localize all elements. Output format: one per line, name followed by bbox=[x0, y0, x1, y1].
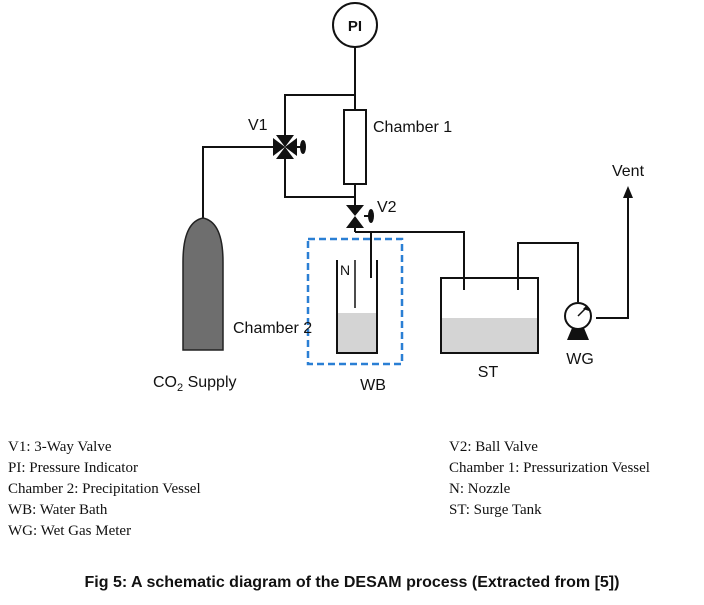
water-bath bbox=[306, 237, 404, 366]
wg-label: WG bbox=[566, 351, 594, 368]
v1-three-way-valve-icon bbox=[273, 135, 306, 159]
chamber-2-label: Chamber 2 bbox=[233, 320, 312, 337]
wb-label: WB bbox=[360, 377, 386, 394]
legend-right: V2: Ball Valve Chamber 1: Pressurization… bbox=[449, 437, 650, 521]
piping bbox=[202, 47, 629, 319]
vent-label: Vent bbox=[612, 163, 645, 180]
legend-item: V2: Ball Valve bbox=[449, 439, 538, 455]
legend-item: WG: Wet Gas Meter bbox=[8, 523, 132, 539]
v1-label: V1 bbox=[248, 117, 268, 134]
legend-item: ST: Surge Tank bbox=[449, 502, 542, 518]
legend-left: V1: 3-Way Valve PI: Pressure Indicator C… bbox=[8, 437, 201, 542]
chamber-2 bbox=[336, 260, 378, 354]
pressure-indicator: PI bbox=[332, 2, 378, 48]
st-label: ST bbox=[478, 364, 499, 381]
chamber-1 bbox=[343, 109, 367, 185]
surge-tank bbox=[440, 277, 539, 354]
figure-caption: Fig 5: A schematic diagram of the DESAM … bbox=[84, 574, 620, 591]
legend-item: N: Nozzle bbox=[449, 481, 511, 497]
pi-label: PI bbox=[348, 18, 362, 35]
v2-ball-valve-icon bbox=[346, 205, 374, 228]
legend-item: Chamber 1: Pressurization Vessel bbox=[449, 460, 650, 476]
legend-item: PI: Pressure Indicator bbox=[8, 460, 138, 476]
vent-arrow-icon bbox=[623, 186, 633, 198]
legend-item: V1: 3-Way Valve bbox=[8, 439, 112, 455]
co2-supply-label: CO2 Supply bbox=[153, 374, 237, 394]
nozzle-label: N bbox=[340, 262, 350, 278]
chamber-1-label: Chamber 1 bbox=[373, 119, 452, 136]
wet-gas-meter-icon bbox=[564, 302, 592, 340]
legend-item: WB: Water Bath bbox=[8, 502, 108, 518]
v2-label: V2 bbox=[377, 199, 397, 216]
legend-item: Chamber 2: Precipitation Vessel bbox=[8, 481, 201, 497]
co2-supply-cylinder bbox=[182, 217, 224, 351]
